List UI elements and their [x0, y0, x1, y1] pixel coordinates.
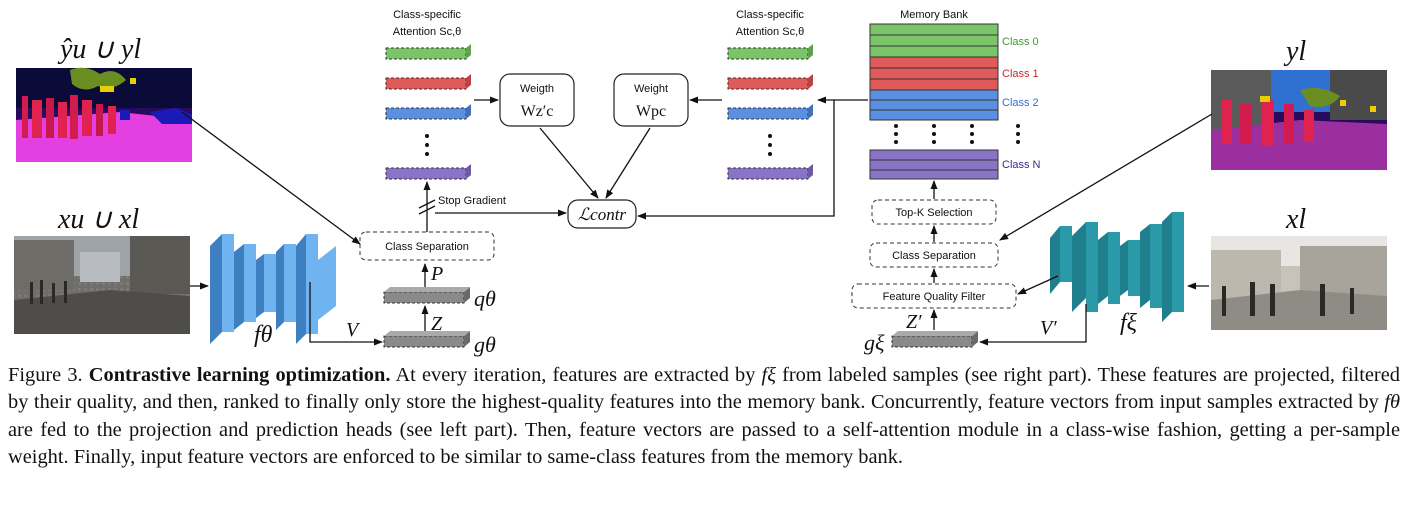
- p-label: P: [430, 263, 443, 285]
- class-1-label: Class 1: [1002, 68, 1039, 80]
- weight-right-symbol: Wpc: [636, 103, 666, 120]
- v-label: V: [346, 319, 361, 341]
- weight-left-symbol: Wz′c: [521, 103, 554, 120]
- caption-symbol-f-xi: fξ: [761, 364, 776, 386]
- weight-left-box: [499, 73, 575, 127]
- loss-box: [567, 199, 637, 229]
- caption-part3: are fed to the projection and prediction…: [8, 418, 1400, 468]
- weight-left-title: Weigth: [520, 83, 554, 95]
- csa-right-title-line2: Attention Sc,θ: [736, 26, 805, 38]
- method-diagram: ŷu ∪ yl xu ∪ xl yl xl fθ fξ: [14, 9, 1387, 357]
- y-l-label: yl: [1283, 36, 1306, 67]
- figure-caption: Figure 3. Contrastive learning optimizat…: [8, 362, 1400, 471]
- feature-quality-filter-box: [851, 283, 1017, 309]
- class-separation-right-box: [869, 242, 999, 268]
- csa-right-title-line1: Class-specific: [736, 9, 804, 21]
- class-separation-left-label: Class Separation: [385, 241, 469, 253]
- x-u-union-x-l-label: xu ∪ xl: [57, 204, 139, 235]
- f-xi-label: fξ: [1120, 310, 1138, 336]
- caption-part1: At every iteration, features are extract…: [395, 364, 756, 386]
- caption-part2: from labeled samples (see right part). T…: [8, 364, 1400, 414]
- top-k-box: [871, 199, 997, 225]
- csa-right-bars: [727, 44, 813, 180]
- y-u-union-y-l-label: ŷu ∪ yl: [57, 34, 141, 65]
- pseudo-label-image: [16, 67, 192, 162]
- z-prime-label: Z′: [906, 311, 922, 333]
- weight-right-box: [613, 73, 689, 127]
- stop-gradient-label: Stop Gradient: [438, 195, 506, 207]
- q-theta-label: qθ: [474, 286, 496, 311]
- encoder-f-xi: [1050, 212, 1184, 322]
- class-separation-right-label: Class Separation: [892, 250, 976, 262]
- encoder-f-theta: [210, 234, 336, 344]
- labeled-image: [1211, 236, 1387, 330]
- f-theta-label: fθ: [254, 322, 273, 348]
- input-images: [14, 236, 190, 334]
- class-separation-left-box: [359, 231, 495, 261]
- g-theta-label: gθ: [474, 332, 496, 357]
- class-n-label: Class N: [1002, 159, 1041, 171]
- csa-left-title-line1: Class-specific: [393, 9, 461, 21]
- caption-title: Contrastive learning optimization.: [88, 364, 391, 386]
- memory-bank-title: Memory Bank: [900, 9, 968, 21]
- caption-figure-number: Figure 3.: [8, 364, 83, 386]
- csa-left-bars: [385, 44, 471, 180]
- g-xi-bar: [891, 331, 978, 348]
- loss-label: ℒcontr: [578, 205, 627, 224]
- g-xi-label: gξ: [864, 330, 885, 355]
- feature-quality-filter-label: Feature Quality Filter: [883, 291, 986, 303]
- csa-left-title-line2: Attention Sc,θ: [393, 26, 462, 38]
- q-theta-bar: [383, 287, 470, 304]
- weight-right-title: Weight: [634, 83, 668, 95]
- z-label: Z: [431, 313, 443, 335]
- label-image: [1211, 70, 1387, 170]
- x-l-label: xl: [1285, 204, 1306, 235]
- class-2-label: Class 2: [1002, 97, 1039, 109]
- g-theta-bar: [383, 331, 470, 348]
- caption-symbol-f-theta: fθ: [1384, 391, 1400, 414]
- class-0-label: Class 0: [1002, 36, 1039, 48]
- top-k-label: Top-K Selection: [895, 207, 972, 219]
- memory-bank: [869, 23, 1020, 180]
- v-prime-label: V′: [1040, 317, 1057, 339]
